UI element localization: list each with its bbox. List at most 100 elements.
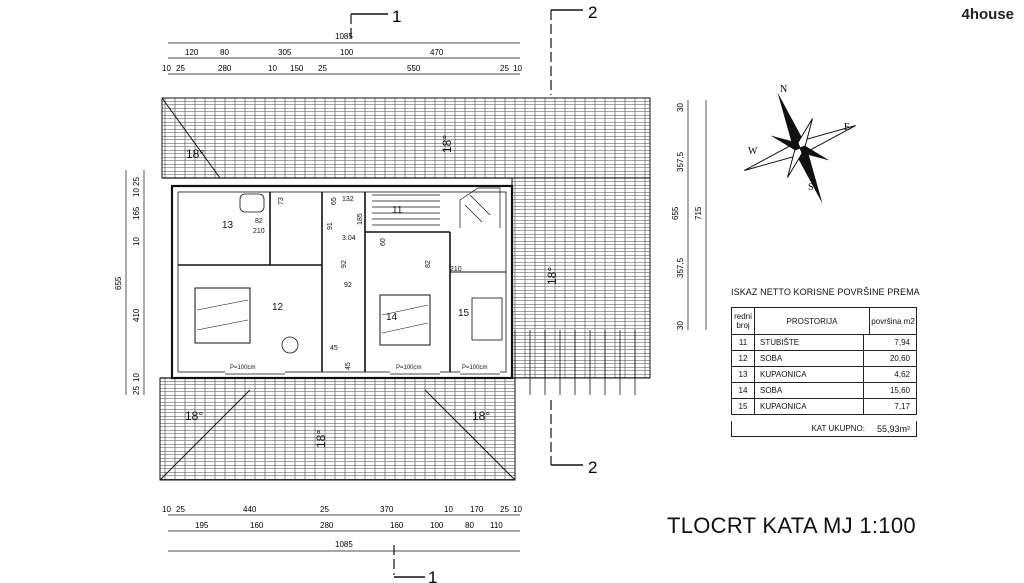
svg-text:10: 10	[132, 237, 141, 246]
drawing-title: TLOCRT KATA MJ 1:100	[667, 513, 916, 538]
svg-text:92: 92	[341, 260, 348, 268]
section-label-1-bottom: 1	[428, 568, 437, 583]
svg-text:45: 45	[330, 345, 338, 352]
svg-text:160: 160	[390, 521, 404, 530]
svg-text:25: 25	[132, 177, 141, 186]
svg-text:25: 25	[500, 64, 509, 73]
svg-text:25: 25	[176, 64, 185, 73]
compass-rose-icon: N E S W	[744, 84, 856, 204]
room-label-15: 15	[458, 308, 470, 319]
area-table-title: ISKAZ NETTO KORISNE POVRŠINE PREMA	[731, 287, 920, 297]
table-row: 15 KUPAONICA 7,17	[732, 398, 916, 414]
roof-right: 18°	[511, 177, 651, 395]
svg-text:100: 100	[340, 48, 354, 57]
svg-text:280: 280	[320, 521, 334, 530]
svg-text:25: 25	[320, 505, 329, 514]
svg-text:110: 110	[490, 521, 503, 530]
svg-text:305: 305	[278, 48, 292, 57]
svg-text:655: 655	[671, 206, 680, 220]
table-row: 11 STUBIŠTE 7,94	[732, 334, 916, 350]
svg-text:150: 150	[290, 64, 304, 73]
building-floor	[170, 184, 514, 380]
svg-text:30: 30	[676, 321, 685, 330]
room-label-14: 14	[386, 312, 398, 323]
compass-n: N	[780, 84, 787, 95]
roof-slope-top-left: 18°	[186, 147, 204, 161]
svg-text:92: 92	[344, 282, 352, 289]
svg-text:P=100cm: P=100cm	[396, 365, 422, 371]
svg-text:45: 45	[345, 362, 352, 370]
svg-text:25: 25	[500, 505, 509, 514]
room-label-13: 13	[222, 220, 234, 231]
section-label-2-bottom: 2	[588, 458, 597, 477]
header-room: PROSTORIJA	[755, 308, 870, 334]
svg-text:132: 132	[342, 196, 354, 203]
header-num: redni broj	[732, 308, 755, 334]
svg-text:370: 370	[380, 505, 394, 514]
roof-top: 18° 18°	[161, 97, 651, 179]
room-labels: 11 12 13 14 15	[222, 205, 470, 323]
svg-text:P=100cm: P=100cm	[230, 365, 256, 371]
svg-text:655: 655	[114, 276, 123, 290]
section-marker-1-bottom: 1	[393, 545, 437, 583]
area-table: redni broj PROSTORIJA površina m2 11 STU…	[731, 307, 917, 415]
header-area: površina m2	[871, 316, 915, 326]
room-label-12: 12	[272, 302, 284, 313]
roof-slope-right: 18°	[545, 267, 559, 285]
total-value: 55,93m²	[876, 423, 910, 434]
svg-text:91: 91	[327, 222, 334, 230]
section-label-2-top: 2	[588, 3, 597, 22]
svg-text:10: 10	[132, 373, 141, 382]
svg-text:357,5: 357,5	[676, 257, 685, 278]
right-dimensions: 30 357,5 357,5 30 655 715	[671, 100, 707, 330]
svg-text:210: 210	[253, 228, 265, 235]
svg-text:10: 10	[162, 505, 171, 514]
top-dimensions: 1085 120 80 305 100 470 10 25 280 10 150…	[162, 32, 522, 75]
svg-text:470: 470	[430, 48, 444, 57]
area-table-header: redni broj PROSTORIJA površina m2	[732, 308, 916, 334]
svg-text:100: 100	[430, 521, 444, 530]
svg-text:10: 10	[268, 64, 277, 73]
section-marker-2-top: 2	[550, 3, 597, 95]
svg-text:25: 25	[132, 386, 141, 395]
svg-text:440: 440	[243, 505, 257, 514]
svg-text:80: 80	[220, 48, 229, 57]
roof-slope-bottom-middle: 18°	[314, 430, 328, 448]
svg-text:25: 25	[176, 505, 185, 514]
roof-slope-bottom-right: 18°	[472, 409, 490, 423]
table-row: 13 KUPAONICA 4,62	[732, 366, 916, 382]
svg-text:P=100cm: P=100cm	[462, 365, 488, 371]
bottom-dimensions: 10 25 440 25 370 10 170 25 10 195 160 28…	[162, 505, 522, 552]
svg-text:25: 25	[318, 64, 327, 73]
svg-text:120: 120	[185, 48, 199, 57]
svg-text:10: 10	[513, 64, 522, 73]
roof-slope-top-middle: 18°	[440, 135, 454, 153]
area-table-total: KAT UKUPNO: 55,93m²	[731, 421, 917, 437]
section-marker-2-bottom: 2	[550, 400, 597, 477]
left-dimensions: 655 25 10 165 10 410 10 25	[114, 170, 145, 395]
svg-text:280: 280	[218, 64, 232, 73]
svg-text:10: 10	[513, 505, 522, 514]
svg-text:185: 185	[357, 213, 364, 225]
svg-text:160: 160	[250, 521, 264, 530]
svg-text:357,5: 357,5	[676, 151, 685, 172]
svg-text:30: 30	[676, 103, 685, 112]
svg-text:170: 170	[470, 505, 484, 514]
svg-text:550: 550	[407, 64, 421, 73]
svg-text:715: 715	[694, 206, 703, 220]
svg-text:82: 82	[425, 260, 432, 268]
svg-text:3.04: 3.04	[342, 235, 356, 242]
svg-text:165: 165	[132, 206, 141, 220]
interior-dimensions: 82 210 73 65 132 185 91 3.04 92 92 45 45…	[230, 196, 488, 371]
table-row: 14 SOBA 15,60	[732, 382, 916, 398]
compass-e: E	[844, 122, 850, 133]
compass-w: W	[748, 146, 758, 157]
brand-logo: 4house	[961, 6, 1014, 23]
svg-text:10: 10	[132, 188, 141, 197]
section-marker-1-top: 1	[350, 7, 401, 40]
room-label-11: 11	[392, 205, 403, 216]
compass-s: S	[808, 182, 814, 193]
svg-text:82: 82	[255, 218, 263, 225]
roof-bottom: 18° 18° 18°	[159, 377, 516, 481]
